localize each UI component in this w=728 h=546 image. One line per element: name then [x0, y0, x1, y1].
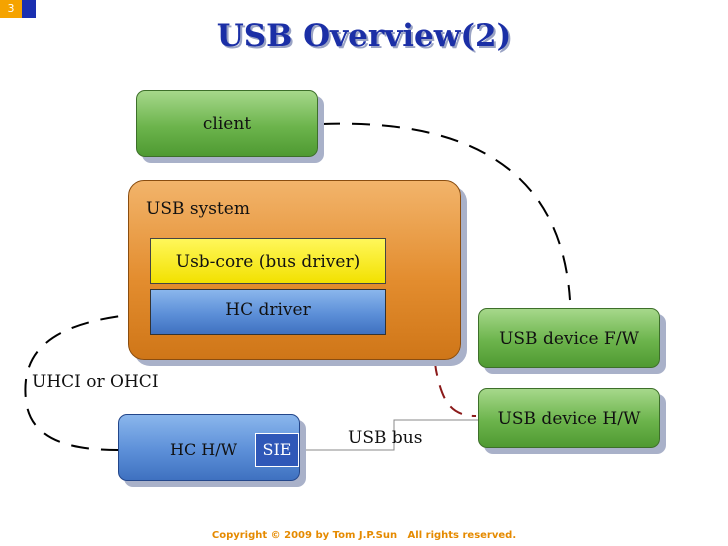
usb-device-hw-label: USB device H/W — [497, 409, 641, 429]
client-box: client — [136, 90, 318, 157]
page-number-badge: 3 — [0, 0, 22, 18]
usb-device-fw-label: USB device F/W — [499, 329, 639, 349]
usb-core-box: Usb-core (bus driver) — [150, 238, 386, 284]
copyright-footer: Copyright © 2009 by Tom J.P.Sun All righ… — [211, 530, 517, 541]
usb-system-label: USB system — [146, 199, 250, 219]
client-label: client — [202, 114, 252, 134]
hc-driver-box: HC driver — [150, 289, 386, 335]
client-to-device-fw-connector — [321, 122, 571, 301]
sie-box: SIE — [255, 433, 299, 467]
uhci-ohci-label: UHCI or OHCI — [32, 372, 159, 392]
hc-hw-label: HC H/W — [170, 440, 238, 459]
usb-device-hw-box: USB device H/W — [478, 388, 660, 448]
slide-corner-bar — [22, 0, 36, 18]
usb-bus-line — [300, 419, 478, 451]
usb-bus-label: USB bus — [348, 428, 423, 448]
slide-title: USB Overview(2) — [216, 18, 512, 54]
usb-device-fw-box: USB device F/W — [478, 308, 660, 368]
hcdriver-to-hchw-connector — [24, 312, 149, 451]
